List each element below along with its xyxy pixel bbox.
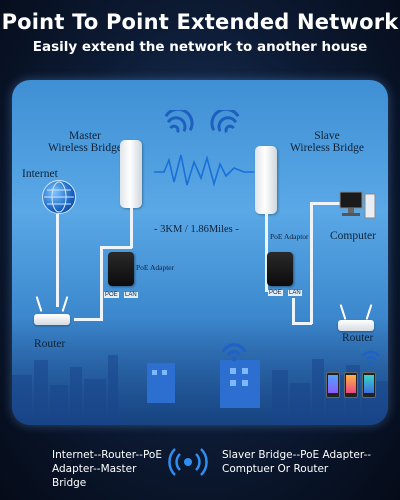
- master-bridge-icon: [120, 140, 142, 208]
- left-poe-port: POE: [104, 292, 119, 298]
- master-label-line1: Master: [69, 130, 101, 142]
- right-poe-label: PoE Adaptor: [270, 232, 309, 241]
- computer-label: Computer: [330, 230, 376, 242]
- wifi-icon: [210, 110, 240, 133]
- slave-bridge-label: Slave Wireless Bridge: [282, 130, 372, 154]
- page-subtitle: Easily extend the network to another hou…: [32, 39, 368, 55]
- right-poe-lan-cable: [292, 298, 295, 322]
- footer-left-line1: Internet--Router--PoE: [52, 449, 162, 461]
- page-title: Point To Point Extended Network: [1, 10, 399, 34]
- globe-icon: [42, 180, 76, 214]
- footer-right-text: Slaver Bridge--PoE Adapter-- Comptuer Or…: [222, 448, 397, 476]
- internet-router-cable: [56, 214, 59, 307]
- router-antenna-left: [35, 296, 43, 312]
- poe-adapter-icon: [267, 252, 293, 286]
- wifi-icon: [362, 350, 380, 365]
- right-router-link: [292, 322, 312, 325]
- internet-label: Internet: [22, 168, 58, 180]
- right-router-label: Router: [342, 332, 374, 344]
- left-lan-port: LAN: [124, 292, 138, 298]
- footer-right-line2: Comptuer Or Router: [222, 463, 329, 475]
- building-icon: [147, 360, 260, 408]
- router-poe-cable-vertical: [100, 246, 103, 321]
- computer-icon: [339, 191, 376, 219]
- master-label-line2: Wireless Bridge: [48, 142, 122, 154]
- distance-label: - 3KM / 1.86Miles -: [154, 224, 239, 235]
- city-skyline: [12, 315, 388, 425]
- footer-right-line1: Slaver Bridge--PoE Adapter--: [222, 449, 372, 461]
- right-lan-port: LAN: [288, 290, 302, 296]
- footer-left-line2: Adapter--Master Bridge: [52, 463, 137, 489]
- network-diagram-panel: Master Wireless Bridge Slave Wireless Br…: [12, 80, 388, 425]
- phone-icon: [344, 372, 358, 398]
- wifi-icon: [164, 110, 194, 133]
- right-vertical-cable: [310, 202, 313, 324]
- wifi-icon: [168, 448, 208, 476]
- slave-label-line2: Wireless Bridge: [290, 142, 364, 154]
- left-router-label: Router: [34, 338, 66, 350]
- slave-label-line1: Slave: [314, 130, 340, 142]
- bridge-cable-vertical: [130, 208, 133, 248]
- poe-adapter-icon: [108, 252, 134, 286]
- bridge-cable-horizontal: [100, 246, 132, 249]
- right-router-icon: [338, 320, 374, 331]
- computer-cable: [310, 202, 345, 205]
- left-poe-label: PoE Adapter: [136, 263, 175, 272]
- router-antenna-right: [61, 296, 69, 312]
- phone-icon: [326, 372, 340, 398]
- right-poe-port: POE: [268, 290, 283, 296]
- left-router-icon: [34, 314, 70, 325]
- master-bridge-label: Master Wireless Bridge: [40, 130, 130, 154]
- footer-left-text: Internet--Router--PoE Adapter--Master Br…: [52, 448, 172, 490]
- phone-icon: [362, 372, 376, 398]
- router-link-cable: [74, 318, 102, 321]
- signal-wave: [154, 154, 254, 187]
- wifi-icon: [221, 343, 247, 362]
- slave-bridge-icon: [255, 146, 277, 214]
- slave-bridge-cable: [265, 212, 268, 292]
